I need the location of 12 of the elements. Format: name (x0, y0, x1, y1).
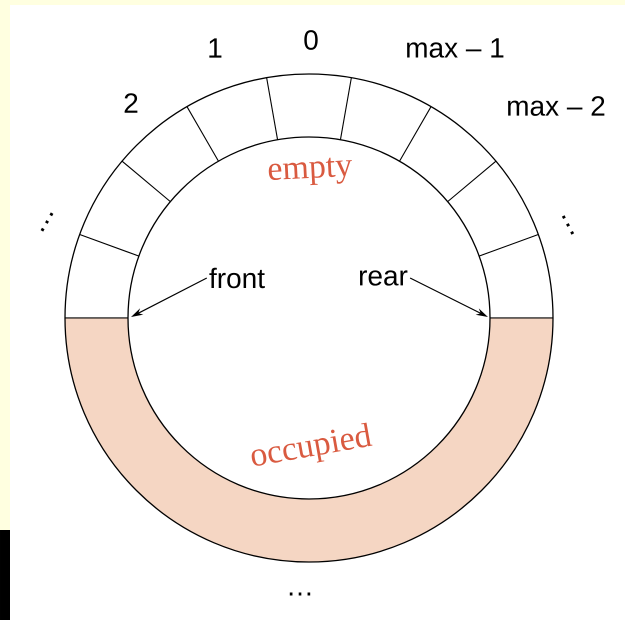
cell-index: max – 1 (407, 38, 504, 58)
cell-index: max – 2 (508, 96, 604, 116)
ellipsis-mark: … (290, 592, 310, 596)
cell-index: 2 (124, 93, 138, 113)
region-label: empty (268, 158, 352, 186)
region-label: occupied (252, 422, 372, 466)
pointer-label: rear (360, 270, 408, 286)
pointer-label: front (209, 268, 265, 288)
ellipsis-mark: … (562, 215, 574, 235)
cell-index: 1 (209, 38, 222, 58)
ellipsis-mark: … (40, 212, 54, 232)
cell-index: 0 (304, 30, 318, 50)
